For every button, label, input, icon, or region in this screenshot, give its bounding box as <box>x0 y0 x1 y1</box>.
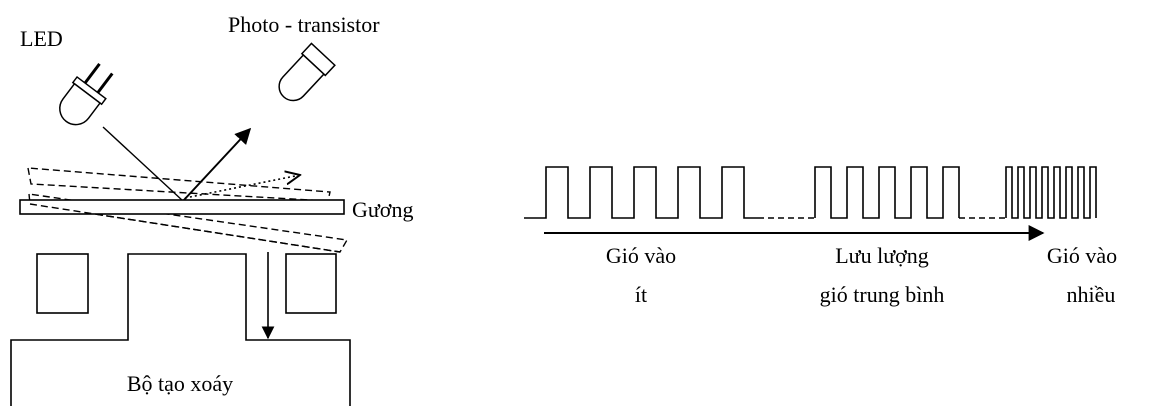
pulse-signal <box>524 166 1097 219</box>
vortex-generator-body <box>10 253 351 406</box>
pulse-train-low-flow <box>524 166 758 219</box>
phototransistor-label: Photo - transistor <box>228 12 380 37</box>
medium-flow-label-line1: Lưu lượng <box>835 243 929 268</box>
mirror <box>19 199 345 215</box>
pulse-train-high-flow <box>1005 166 1097 219</box>
phototransistor-icon <box>278 42 336 102</box>
pulse-train-medium-flow <box>814 166 960 219</box>
led-label: LED <box>20 26 63 51</box>
vortex-generator-label: Bộ tạo xoáy <box>127 371 233 396</box>
deflected-light-beam <box>184 175 300 199</box>
high-flow-label-line2: nhiều <box>1067 282 1116 307</box>
led-icon <box>59 62 114 126</box>
low-flow-label-line2: ít <box>635 282 647 307</box>
right-port <box>285 253 337 314</box>
high-flow-label-line1: Gió vào <box>1047 243 1117 268</box>
incident-light-beam <box>102 126 184 202</box>
low-flow-label-line1: Gió vào <box>606 243 676 268</box>
mirror-tilted-up-outline <box>27 167 331 202</box>
left-port <box>36 253 89 314</box>
medium-flow-label-line2: gió trung bình <box>820 282 945 307</box>
mirror-label: Gương <box>352 197 413 222</box>
reflected-light-beam <box>182 127 252 202</box>
